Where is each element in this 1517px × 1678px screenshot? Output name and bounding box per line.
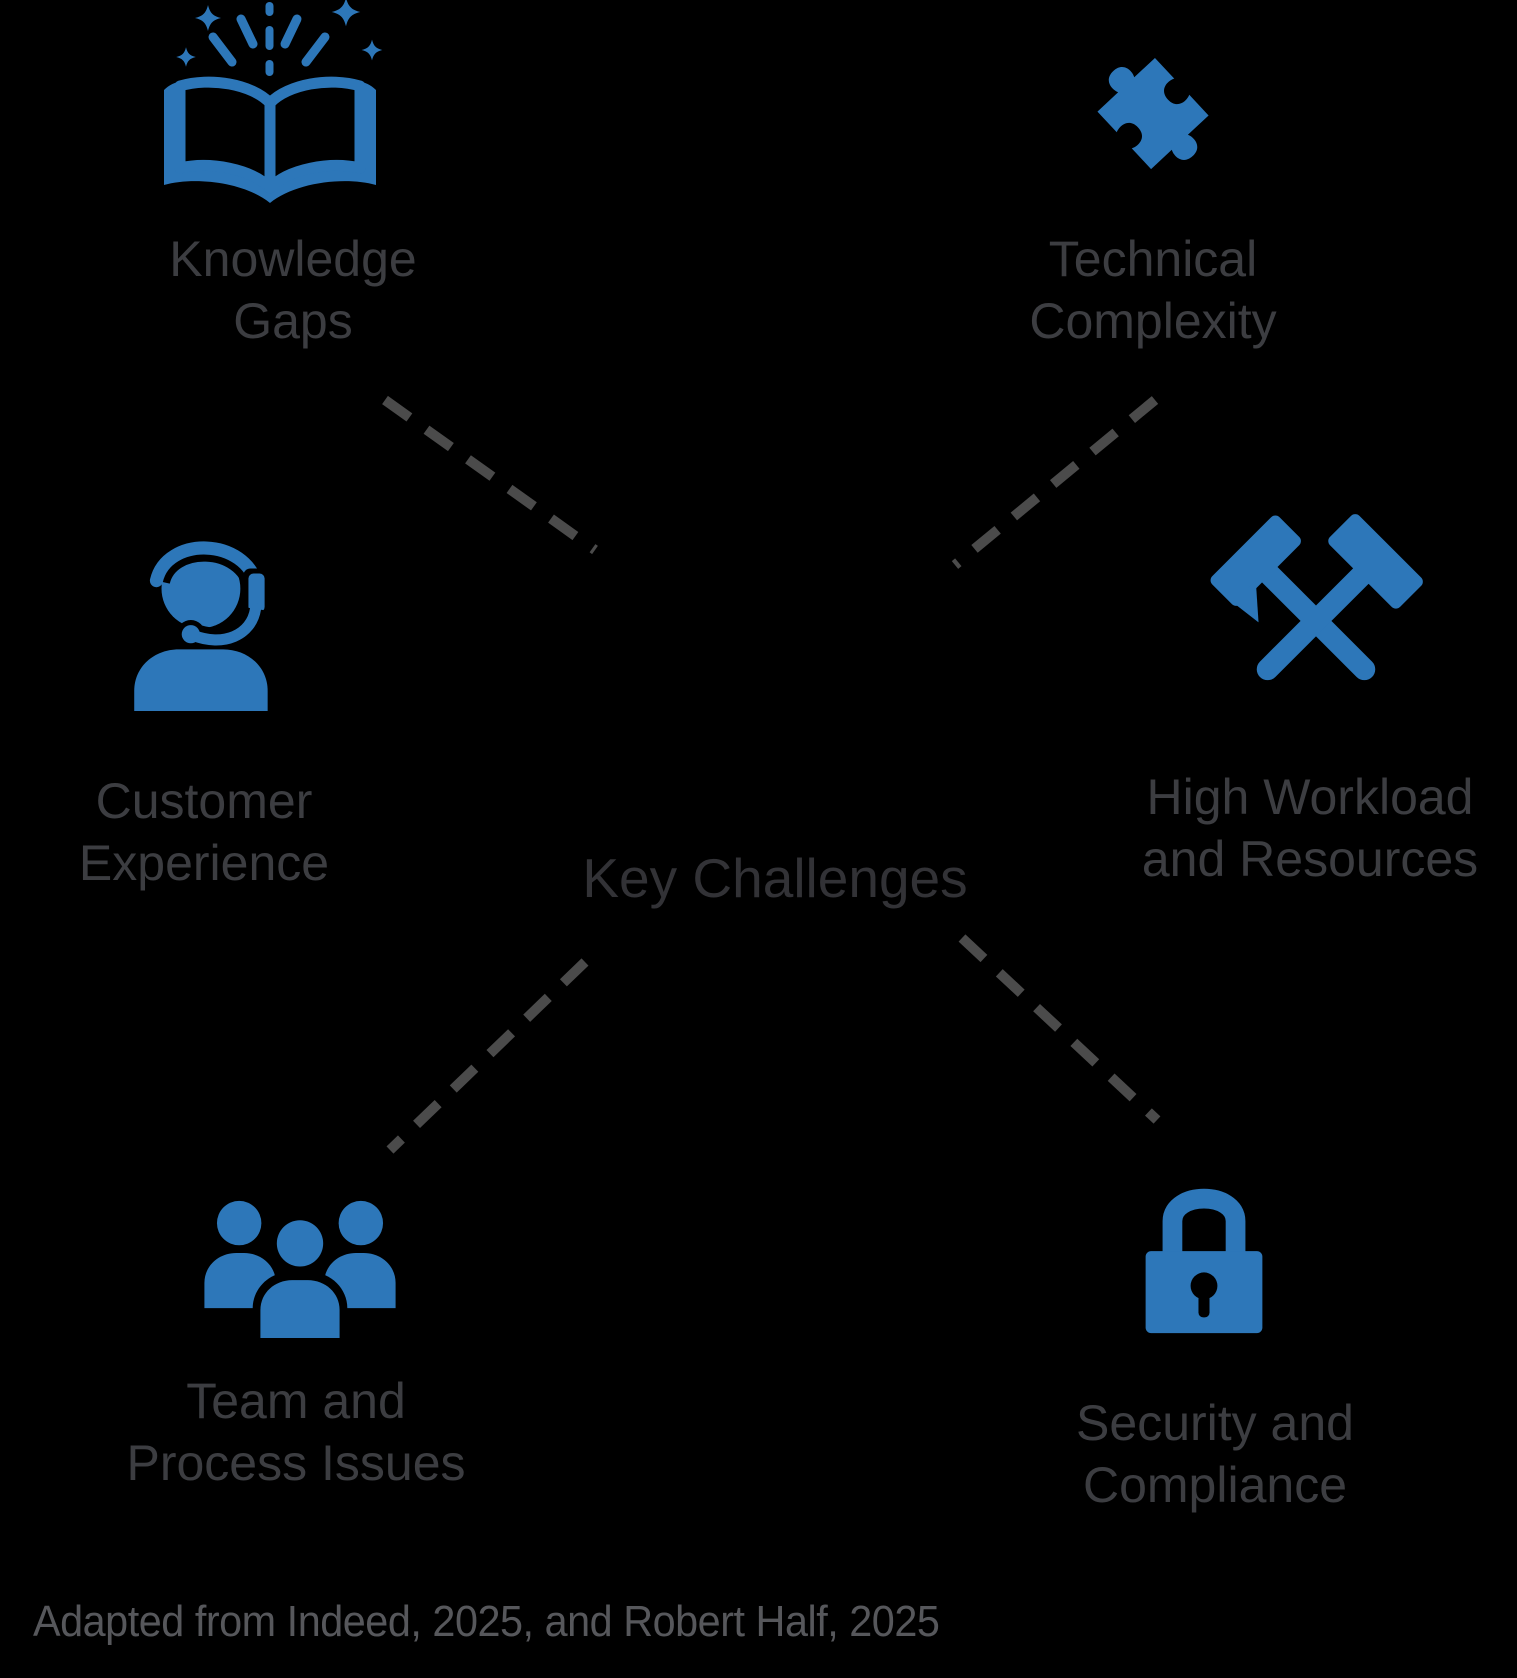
connector-knowledge-gaps (382, 395, 598, 555)
connector-security-compliance (958, 934, 1161, 1124)
connector-team-process (386, 958, 589, 1154)
source-attribution: Adapted from Indeed, 2025, and Robert Ha… (33, 1597, 940, 1646)
label-technical-complexity: Technical Complexity (953, 228, 1353, 352)
label-line: and Resources (1141, 831, 1479, 887)
crossed-hammers-icon (1207, 503, 1425, 723)
puzzle-piece-icon (1055, 28, 1253, 200)
label-line: Experience (78, 835, 330, 891)
headset-person-icon (126, 524, 288, 711)
label-knowledge-gaps: Knowledge Gaps (93, 228, 493, 352)
label-line: Compliance (1082, 1457, 1347, 1513)
label-security-compliance: Security and Compliance (1015, 1392, 1415, 1516)
label-high-workload: High Workload and Resources (1110, 766, 1510, 890)
label-line: Technical (1048, 231, 1258, 287)
label-line: High Workload (1146, 769, 1474, 825)
label-line: Complexity (1029, 293, 1277, 349)
label-line: Knowledge (169, 231, 417, 287)
padlock-icon (1133, 1172, 1275, 1335)
diagram-title: Key Challenges (582, 847, 968, 909)
connector-technical-complexity (951, 396, 1159, 569)
label-line: Security and (1076, 1395, 1354, 1451)
label-customer-experience: Customer Experience (4, 770, 404, 894)
label-line: Team and (186, 1373, 406, 1429)
label-team-process-issues: Team and Process Issues (96, 1370, 496, 1494)
book-sparkles-icon (150, 0, 390, 205)
people-group-icon (188, 1198, 412, 1338)
label-line: Gaps (233, 293, 353, 349)
label-line: Customer (95, 773, 313, 829)
label-line: Process Issues (126, 1435, 466, 1491)
